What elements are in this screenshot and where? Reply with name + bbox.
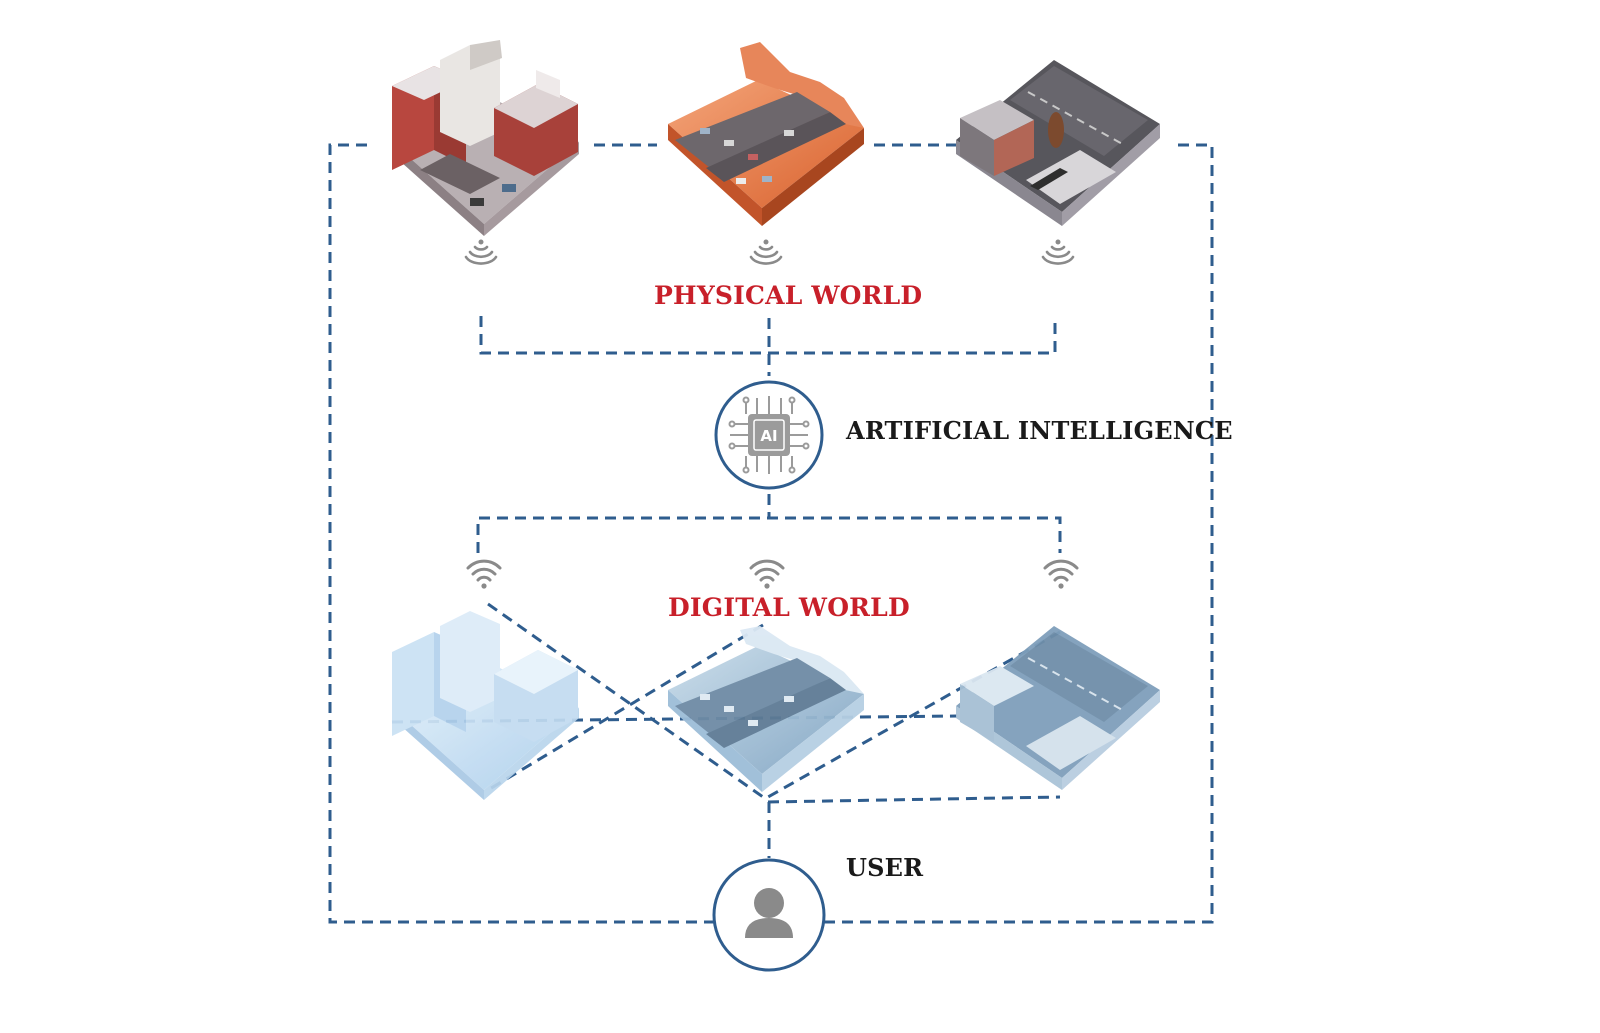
artificial-intelligence-label: ARTIFICIAL INTELLIGENCE [846,416,1233,445]
outer-connector-loop [328,143,1214,924]
digital-world-label: DIGITAL WORLD [668,593,910,622]
wifi-icon [749,559,785,589]
ai-chip-text: AI [760,427,777,445]
digital-bracket-connector [476,494,1062,553]
wifi-icon [466,559,502,589]
user-node [712,858,826,972]
physical-world-label: PHYSICAL WORLD [654,281,923,310]
ai-chip-icon [728,396,810,474]
highway-canyon-tile [668,42,864,226]
wireless-sensor-icon [749,239,783,265]
wireless-sensor-icon [1041,239,1075,265]
road-junction-twin-tile [956,626,1160,790]
ai-node: AI [714,380,824,490]
wireless-sensor-icon [464,239,498,265]
user-label: USER [846,853,924,882]
road-junction-tile [956,60,1160,226]
city-block-tile [392,40,579,236]
city-block-twin-tile [392,611,579,800]
user-icon [745,888,793,938]
ai-chip-body [748,414,790,456]
physical-bracket-connector [479,316,1057,376]
highway-canyon-twin-tile [668,626,864,792]
ai-chip-inner [753,419,785,451]
wifi-icon [1043,559,1079,589]
